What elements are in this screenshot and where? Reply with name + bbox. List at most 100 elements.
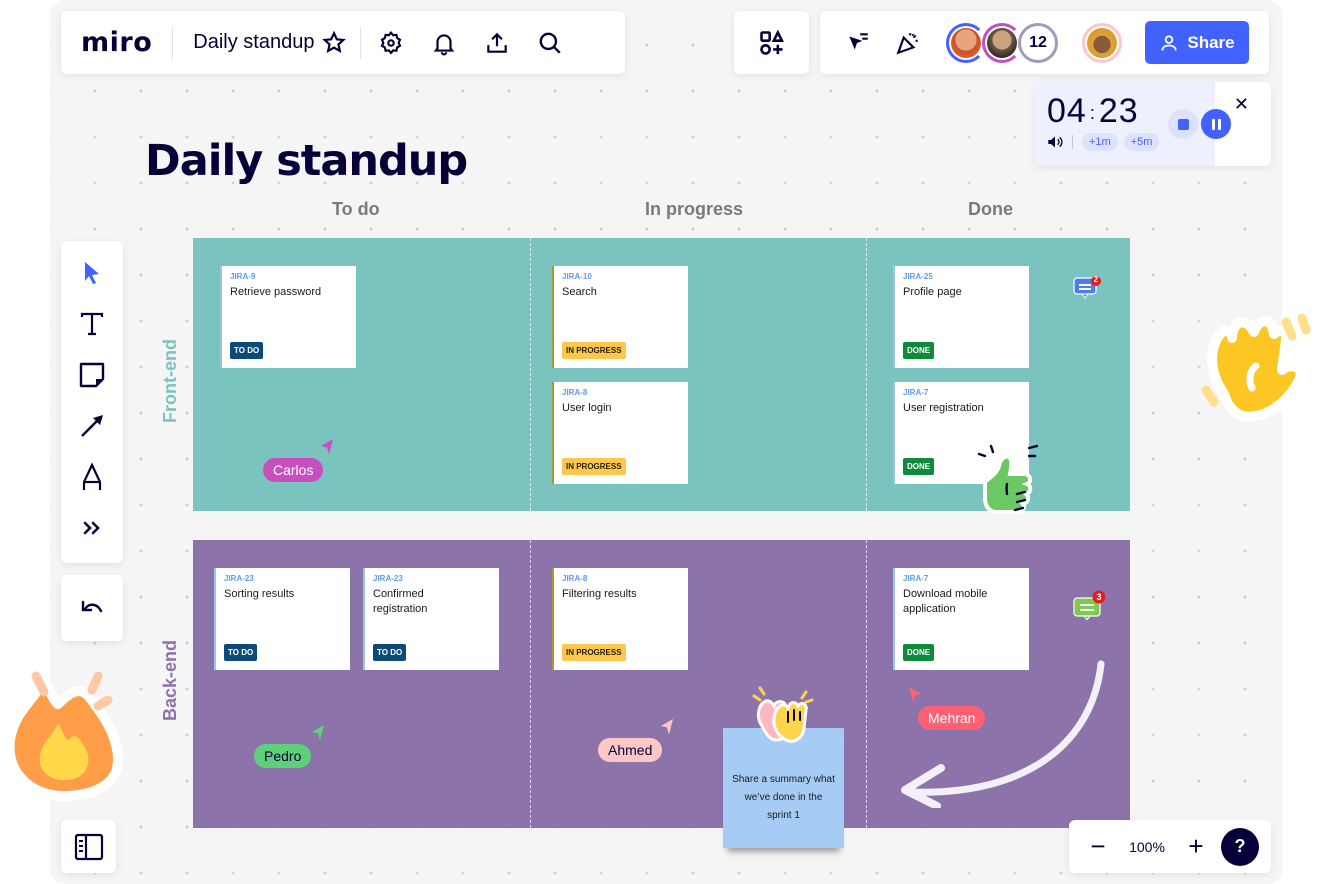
status-badge: DONE [903,458,935,475]
column-divider [866,540,867,828]
divider [1072,135,1073,149]
comment-count: 2 [1093,275,1099,284]
card-title: Profile page [903,286,962,298]
collaborator-avatar[interactable] [946,22,986,63]
select-tool[interactable] [73,255,111,291]
miro-logo[interactable]: miro [81,27,153,58]
lane-label-back-end: Back-end [160,639,180,721]
close-timer-button[interactable]: ✕ [1233,94,1249,114]
search-icon[interactable] [532,25,568,61]
task-card[interactable]: JIRA-8 User login IN PROGRESS [552,382,688,484]
task-card[interactable]: JIRA-23 Confirmed registration TO DO [363,568,499,670]
timer-main: 04:23 +1m +5m [1035,82,1215,166]
task-card[interactable]: JIRA-25 Profile page DONE [893,266,1029,368]
cursor-label-pedro: Pedro [254,744,312,768]
party-popper-icon[interactable] [890,25,926,61]
cursor-filter-icon[interactable] [840,25,876,61]
top-left-bar: miro Daily standup [61,11,625,74]
select-icon [85,262,99,284]
text-tool[interactable] [73,306,111,342]
board-title[interactable]: Daily standup [193,31,315,53]
cursor-label-mehran: Mehran [918,706,986,730]
pen-tool[interactable] [73,459,111,495]
card-title: User registration [903,402,984,414]
add-1-minute-button[interactable]: +1m [1082,133,1118,151]
zoom-in-button[interactable]: + [1188,831,1204,861]
collaborator-avatar[interactable] [982,22,1022,63]
more-tools-icon [83,521,100,535]
card-title: Confirmed registration [373,588,428,615]
task-card[interactable]: JIRA-8 Filtering results IN PROGRESS [552,568,688,670]
lane-front-end: JIRA-9 Retrieve password TO DO JIRA-10 S… [193,238,1130,514]
undo-button[interactable] [61,575,123,641]
toggle-panel-button[interactable] [61,820,116,873]
avatar-face [951,27,981,58]
curved-arrow[interactable] [893,658,1113,808]
card-id: JIRA-7 [903,574,929,583]
volume-icon[interactable] [1047,135,1063,149]
timer-seconds: 23 [1098,92,1139,130]
comment-icon [1073,276,1101,299]
comment-count: 3 [1096,592,1102,602]
zoom-out-button[interactable]: − [1090,831,1106,861]
task-card[interactable]: JIRA-7 Download mobile application DONE [893,568,1029,670]
card-title: Search [562,286,597,298]
sticky-note-icon [79,362,105,388]
task-card[interactable]: JIRA-23 Sorting results TO DO [214,568,350,670]
stop-button[interactable] [1168,109,1198,139]
task-card[interactable]: JIRA-10 Search IN PROGRESS [552,266,688,368]
timer-minutes: 04 [1047,92,1087,130]
current-user-avatar[interactable] [1082,22,1122,63]
task-card[interactable]: JIRA-7 User registration DONE [893,382,1029,484]
settings-icon[interactable] [373,25,409,61]
card-id: JIRA-10 [562,272,592,281]
share-button[interactable]: Share [1145,21,1249,64]
line-tool[interactable] [73,408,111,444]
status-badge: DONE [903,644,935,661]
help-button[interactable]: ? [1221,827,1259,866]
more-collaborators-count[interactable]: 12 [1018,22,1058,63]
divider [360,26,362,59]
upload-icon[interactable] [479,25,515,61]
card-id: JIRA-7 [903,388,929,397]
text-icon [80,312,104,336]
star-icon[interactable] [320,25,348,61]
cursor-arrow-icon [321,439,333,455]
stop-icon [1177,118,1189,130]
column-divider [530,238,531,511]
comment-bubble[interactable]: 3 [1073,590,1106,625]
comment-bubble[interactable]: 2 [1073,275,1101,305]
waving-hand-sticker[interactable] [1196,300,1326,428]
bell-icon[interactable] [426,25,462,61]
pause-button[interactable] [1201,109,1231,139]
card-title: User login [562,402,612,414]
column-header-todo: To do [332,199,380,219]
status-badge: TO DO [224,644,258,661]
divider [172,26,174,59]
card-id: JIRA-25 [903,272,933,281]
column-header-done: Done [968,199,1013,219]
cursor-label-carlos: Carlos [263,458,324,482]
undo-icon [81,600,103,613]
card-title: Filtering results [562,588,637,600]
card-id: JIRA-23 [373,574,403,583]
cursor-arrow-icon [661,719,673,735]
add-5-minutes-button[interactable]: +5m [1123,133,1160,151]
card-title: Sorting results [224,588,295,600]
clapping-hands-sticker[interactable] [750,686,814,750]
sticky-note[interactable]: Share a summary what we’ve done in the s… [723,728,844,848]
apps-button[interactable] [734,11,809,74]
lane-back-end: JIRA-23 Sorting results TO DO JIRA-23 Co… [193,540,1130,828]
share-label: Share [1187,32,1235,52]
more-tools-button[interactable] [73,510,111,546]
fire-sticker[interactable] [0,656,130,802]
thumbs-up-sticker[interactable] [977,444,1045,524]
card-title: Retrieve password [230,286,322,298]
zoom-level: 100% [1129,838,1165,855]
cursor-arrow-icon [909,687,921,703]
cursor-label-ahmed: Ahmed [598,738,663,762]
lane-label-front-end: Front-end [160,339,180,423]
task-card[interactable]: JIRA-9 Retrieve password TO DO [220,266,356,368]
card-title: Download mobile application [903,588,988,615]
sticky-note-tool[interactable] [73,357,111,393]
